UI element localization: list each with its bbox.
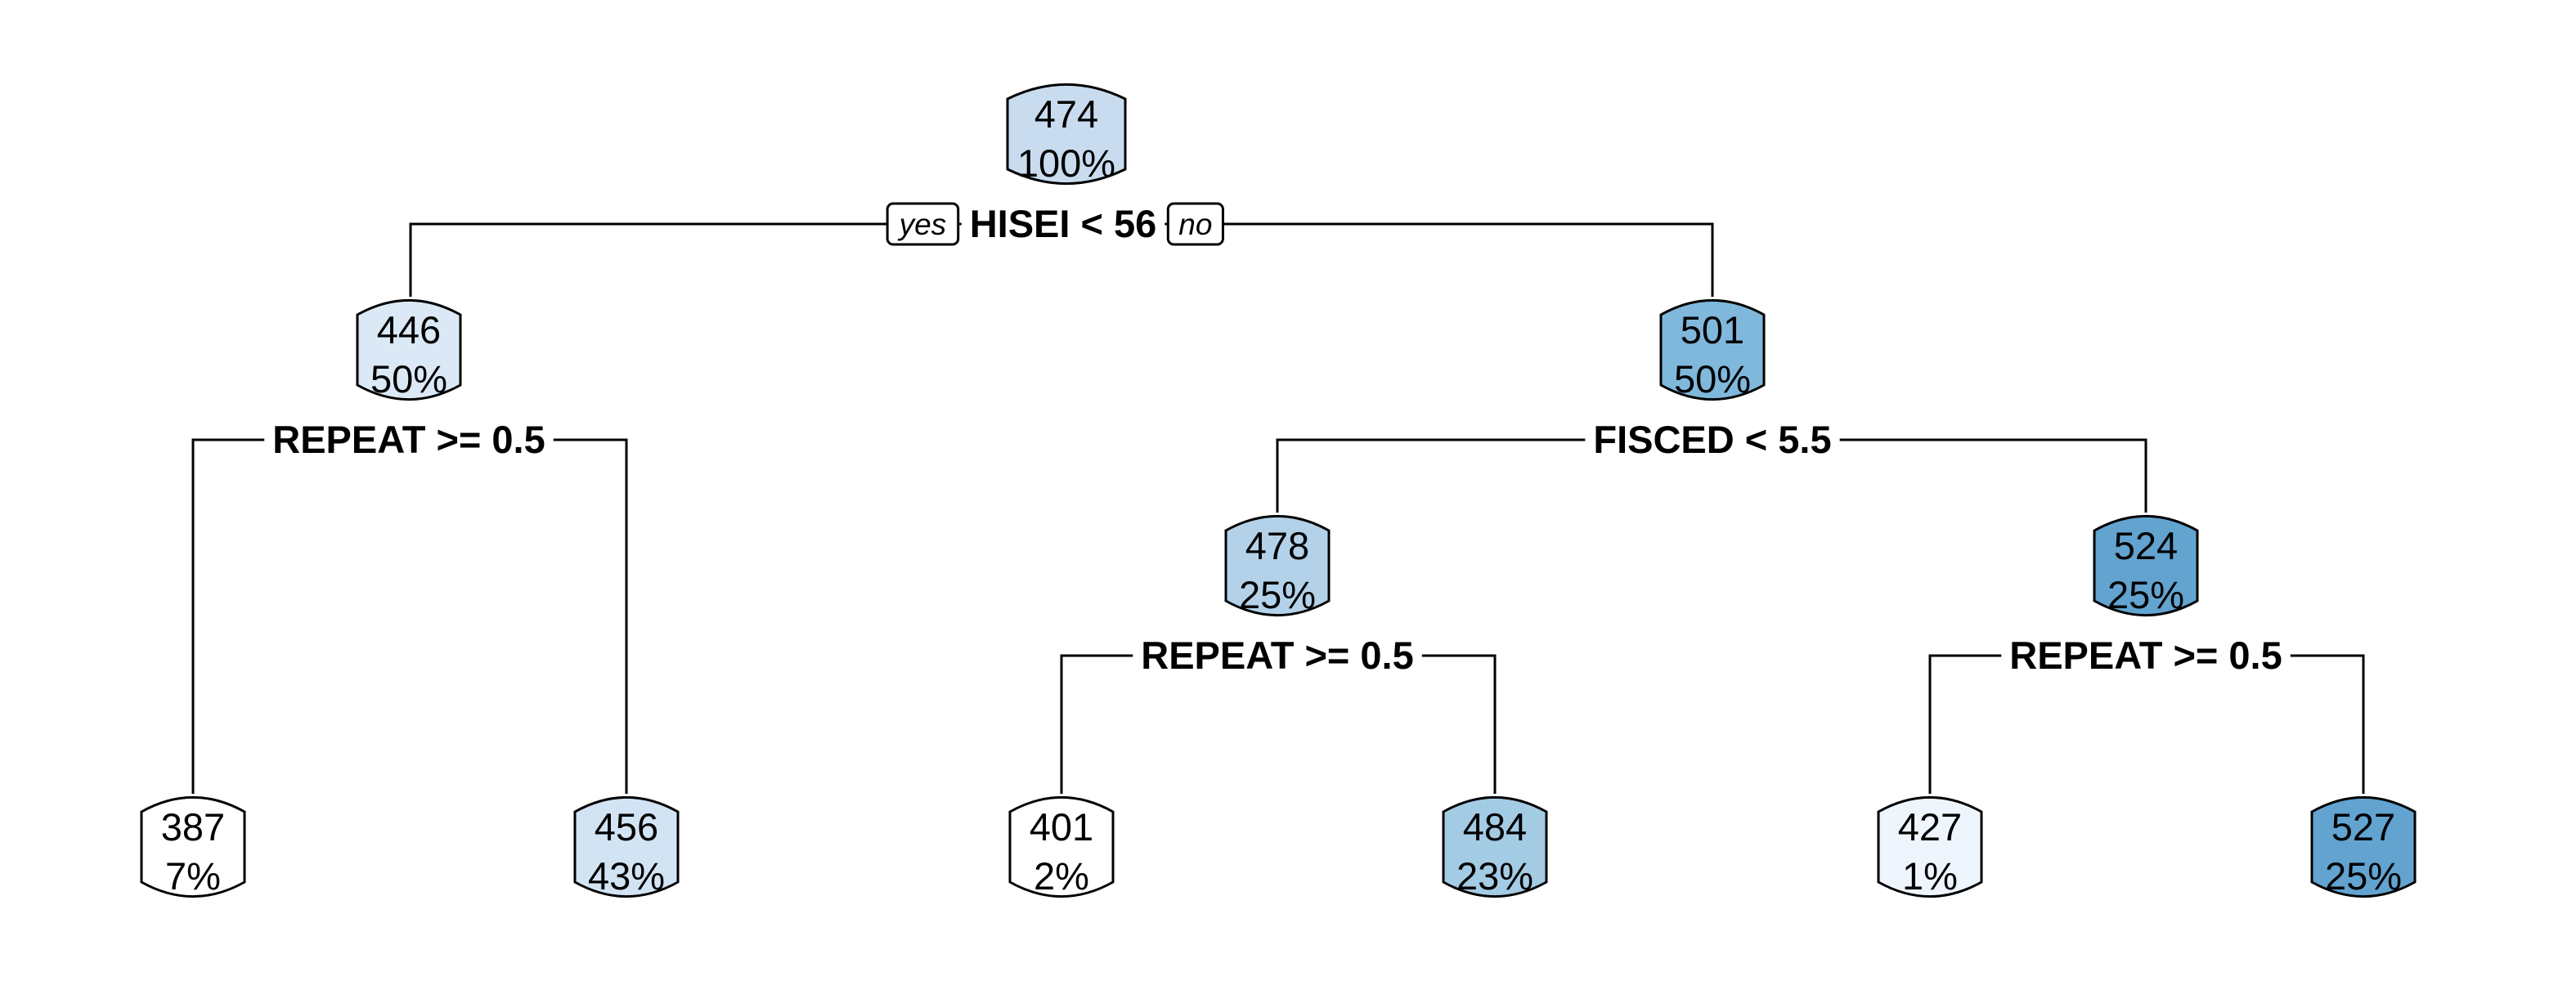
split-condition: REPEAT >= 0.5	[272, 418, 545, 461]
split-condition: HISEI < 56	[970, 202, 1157, 245]
split-label: HISEI < 56	[961, 200, 1165, 247]
no-tag-box	[1166, 202, 1224, 246]
split-condition: FISCED < 5.5	[1593, 418, 1831, 461]
node-shape	[1006, 83, 1127, 185]
no-tag-text: no	[1178, 208, 1212, 241]
node-value: 484	[1463, 805, 1527, 849]
node-percent: 25%	[2107, 573, 2184, 616]
split-condition: REPEAT >= 0.5	[1141, 634, 1414, 677]
split-label-background	[1133, 632, 1422, 679]
node-value: 474	[1034, 92, 1098, 136]
node-value: 527	[2331, 805, 2395, 849]
node-percent: 50%	[370, 357, 447, 401]
node-value: 387	[161, 805, 225, 849]
split-condition: REPEAT >= 0.5	[2009, 634, 2282, 677]
split-label: REPEAT >= 0.5	[2001, 632, 2291, 679]
split-label: REPEAT >= 0.5	[1133, 632, 1422, 679]
node-value: 446	[377, 308, 441, 352]
tree-node-root: 474 100%	[1006, 83, 1127, 185]
no-tag: no	[1166, 202, 1224, 246]
yes-tag-text: yes	[897, 208, 947, 241]
tree-edges	[191, 222, 2365, 794]
node-shape	[140, 795, 246, 898]
node-value: 427	[1898, 805, 1962, 849]
node-percent: 7%	[165, 854, 221, 898]
node-percent: 25%	[1239, 573, 1316, 616]
node-percent: 25%	[2325, 854, 2402, 898]
node-percent: 43%	[588, 854, 665, 898]
node-percent: 23%	[1456, 854, 1533, 898]
tree-edge	[191, 438, 628, 794]
node-value: 501	[1681, 308, 1744, 352]
split-label-background	[961, 200, 1165, 247]
node-percent: 2%	[1034, 854, 1089, 898]
node-value: 401	[1030, 805, 1093, 849]
node-shape	[1877, 795, 1983, 898]
tree-nodes: 474100%44650%50150%47825%52425%3877%4564…	[140, 83, 2417, 898]
node-shape	[573, 795, 680, 898]
split-label-background	[2001, 632, 2291, 679]
node-shape	[2093, 514, 2199, 617]
node-shape	[1659, 298, 1766, 401]
split-label-background	[1585, 416, 1840, 463]
yes-tag-box	[886, 202, 960, 246]
node-value: 478	[1245, 524, 1309, 567]
node-shape	[1224, 514, 1331, 617]
split-label: FISCED < 5.5	[1585, 416, 1840, 463]
node-percent: 1%	[1902, 854, 1958, 898]
yes-tag: yes	[886, 202, 960, 246]
node-value: 524	[2114, 524, 2178, 567]
node-shape	[356, 298, 462, 401]
split-label: REPEAT >= 0.5	[264, 416, 554, 463]
split-label-background	[264, 416, 554, 463]
node-percent: 50%	[1674, 357, 1751, 401]
node-shape	[2310, 795, 2417, 898]
node-value: 456	[595, 805, 658, 849]
node-shape	[1008, 795, 1115, 898]
node-percent: 100%	[1017, 141, 1115, 185]
node-shape	[1442, 795, 1548, 898]
